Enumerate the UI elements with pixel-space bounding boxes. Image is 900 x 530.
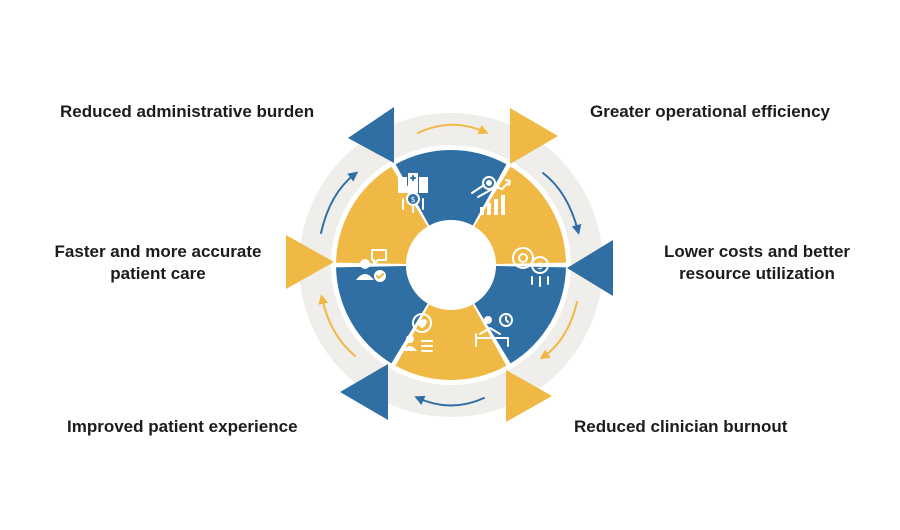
flow-arrow-upper-right (542, 172, 582, 235)
label-reduced-clinician-burnout: Reduced clinician burnout (574, 417, 788, 436)
doctor-chat-check-icon (356, 249, 387, 282)
label-improved-patient-experience: Improved patient experience (67, 417, 298, 436)
patient-heart-gear-icon (403, 313, 433, 352)
pointer-triangle-top-left (348, 107, 394, 163)
segment-efficiency (474, 166, 566, 265)
flow-arrows (318, 123, 582, 407)
label-reduced-administrative-burden: Reduced administrative burden (60, 102, 315, 121)
pointer-triangles (286, 107, 613, 422)
flow-arrow-lower-right (539, 301, 578, 360)
pointer-triangle-left (286, 235, 334, 289)
growth-chart-gear-icon (471, 176, 511, 215)
segment-experience (336, 265, 428, 364)
clinician-bed-clock-icon (475, 313, 513, 347)
label-faster-patient-care: Faster and more accurate patient care (54, 242, 262, 283)
wheel-hub (406, 220, 496, 310)
label-greater-operational-efficiency: Greater operational efficiency (590, 102, 830, 121)
segment-costs (474, 265, 566, 364)
pointer-triangle-right (567, 240, 613, 296)
gear-dollar-icon: $ (512, 247, 549, 287)
flow-arrow-bottom (414, 395, 485, 407)
hospital-cost-icon: $ (398, 173, 428, 213)
pointer-triangle-bottom-left (340, 364, 388, 420)
flow-arrow-top (417, 123, 489, 135)
label-lower-costs: Lower costs and better resource utilizat… (663, 242, 851, 283)
svg-text:$: $ (410, 195, 415, 204)
pointer-triangle-top-right (510, 108, 558, 164)
svg-text:$: $ (537, 261, 543, 272)
flow-arrow-lower-left (318, 294, 356, 357)
pointer-triangle-bottom-right (506, 370, 552, 422)
flow-arrow-upper-left (320, 171, 359, 234)
